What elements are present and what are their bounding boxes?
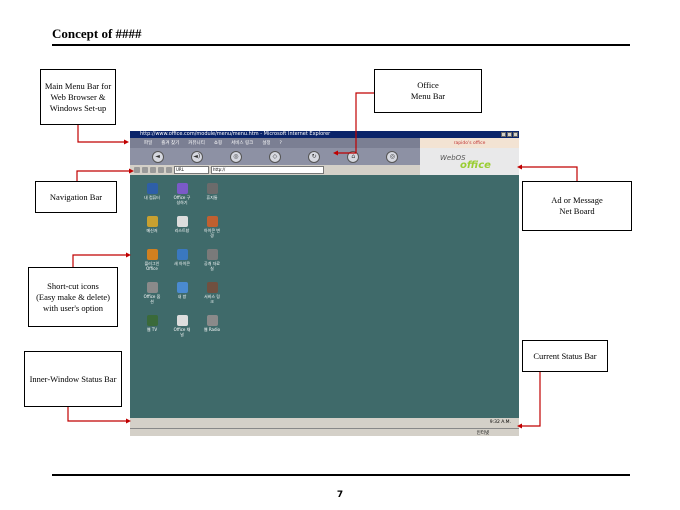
arrow-shortcuts: [72, 254, 128, 267]
office-menu-bar[interactable]: rapido's office: [420, 138, 519, 148]
inner-status-time: 9:32 A.M.: [489, 420, 511, 425]
shortcut-icon[interactable]: 공개 자료 실: [194, 249, 230, 271]
arrow-current-status: [520, 372, 541, 427]
shortcut-icon[interactable]: 새 아이콘: [164, 249, 200, 266]
shortcut-glyph-icon: [206, 183, 218, 194]
menu-item-shopping[interactable]: 쇼핑: [213, 141, 223, 146]
shortcut-glyph-icon: [206, 282, 218, 293]
callout-navigation-bar: Navigation Bar: [35, 181, 117, 213]
inner-window-status-bar: 9:32 A.M.: [130, 418, 519, 428]
shortcut-label: 새 아이콘: [174, 261, 190, 266]
top-rule: [52, 44, 630, 46]
shortcut-label: 리스트창: [174, 228, 190, 233]
office-logo: office: [460, 160, 491, 171]
forward-small-icon[interactable]: [142, 167, 148, 173]
back-icon[interactable]: ◄: [151, 150, 164, 163]
search-icon[interactable]: ◎: [386, 150, 399, 163]
callout-shortcut-icons: Short-cut icons (Easy make & delete) wit…: [28, 267, 118, 327]
shortcut-label: 아이콘 변 경: [204, 228, 220, 238]
shortcut-label: Office 옵 션: [143, 294, 161, 304]
arrow-main-menu: [77, 125, 126, 143]
shortcut-icon[interactable]: Office 구 성하기: [164, 183, 200, 205]
shortcut-label: 공개 자료 실: [204, 261, 220, 271]
browser-window-screenshot: http://www.office.com/module/menu/menu.h…: [130, 131, 519, 436]
menu-item-settings[interactable]: 설정: [262, 141, 271, 146]
main-menu-bar: 파일 즐겨 찾기 커뮤니티 쇼핑 서비스 링크 설정 ?: [130, 138, 420, 148]
menu-item-community[interactable]: 커뮤니티: [188, 141, 205, 146]
window-title-bar: http://www.office.com/module/menu/menu.h…: [130, 131, 519, 138]
menu-item-favorites[interactable]: 즐겨 찾기: [161, 141, 180, 146]
ad-message-board[interactable]: WebOS office: [420, 148, 519, 175]
shortcut-label: 웹 TV: [146, 327, 158, 332]
arrow-inner-status: [67, 407, 128, 422]
maximize-icon[interactable]: [507, 132, 512, 137]
shortcut-glyph-icon: [176, 216, 188, 227]
shortcut-label: 서비스 링 크: [204, 294, 220, 304]
shortcut-label: 휴지통: [206, 195, 218, 200]
shortcut-label: 내 컴퓨터: [144, 195, 160, 200]
arrow-ad-board: [520, 166, 578, 181]
sound-icon[interactable]: ◄): [190, 150, 203, 163]
menu-item-service-links[interactable]: 서비스 링크: [231, 141, 254, 146]
shortcut-icon[interactable]: 서비스 링 크: [194, 282, 230, 304]
webos-logo: WebOS: [440, 154, 466, 162]
current-status-bar: 인터넷: [130, 428, 519, 436]
menu-item-file[interactable]: 파일: [144, 141, 153, 146]
refresh-icon[interactable]: ↻: [308, 150, 321, 163]
shortcut-icon[interactable]: 내 방: [164, 282, 200, 299]
close-icon[interactable]: [513, 132, 518, 137]
page-number: 7: [336, 490, 344, 500]
refresh-small-icon[interactable]: [158, 167, 164, 173]
arrow-navigation: [76, 170, 131, 181]
callout-main-menu-bar: Main Menu Bar for Web Browser & Windows …: [40, 69, 116, 125]
home-small-icon[interactable]: [166, 167, 172, 173]
address-bar: URL http://: [130, 165, 420, 175]
stop-small-icon[interactable]: [150, 167, 156, 173]
shortcut-icon[interactable]: Office 옵 션: [134, 282, 170, 304]
shortcut-glyph-icon: [146, 183, 158, 194]
diamond-icon[interactable]: ◇: [268, 150, 281, 163]
shortcut-glyph-icon: [176, 249, 188, 260]
shortcut-icon[interactable]: 플러그인 Office: [134, 249, 170, 271]
shortcut-label: 플러그인 Office: [144, 261, 160, 271]
address-input[interactable]: http://: [211, 166, 324, 174]
shortcut-glyph-icon: [206, 216, 218, 227]
stop-icon[interactable]: ◎: [229, 150, 242, 163]
arrow-office-menu: [336, 92, 374, 154]
callout-current-status-bar: Current Status Bar: [522, 340, 608, 372]
shortcut-label: 웹 Radio: [203, 327, 221, 332]
shortcut-glyph-icon: [176, 183, 188, 194]
shortcut-glyph-icon: [146, 216, 158, 227]
shortcut-glyph-icon: [146, 282, 158, 293]
shortcut-glyph-icon: [176, 315, 188, 326]
shortcut-icon[interactable]: Office 채 널: [164, 315, 200, 337]
shortcut-icon[interactable]: 메신저: [134, 216, 170, 233]
minimize-icon[interactable]: [501, 132, 506, 137]
shortcut-label: 메신저: [146, 228, 158, 233]
shortcut-icon[interactable]: 내 컴퓨터: [134, 183, 170, 200]
status-zone-label: 인터넷: [476, 431, 489, 436]
menu-item-help[interactable]: ?: [279, 140, 282, 146]
shortcut-icon[interactable]: 아이콘 변 경: [194, 216, 230, 238]
shortcut-glyph-icon: [206, 249, 218, 260]
shortcut-icon[interactable]: 휴지통: [194, 183, 230, 200]
bottom-rule: [52, 474, 630, 476]
shortcut-label: Office 구 성하기: [173, 195, 191, 205]
address-type-select[interactable]: URL: [174, 166, 209, 174]
shortcut-label: Office 채 널: [173, 327, 191, 337]
page-title: Concept of ####: [52, 26, 142, 41]
shortcut-icon[interactable]: 리스트창: [164, 216, 200, 233]
shortcut-glyph-icon: [146, 315, 158, 326]
shortcut-glyph-icon: [206, 315, 218, 326]
shortcut-glyph-icon: [146, 249, 158, 260]
shortcut-icon[interactable]: 웹 Radio: [194, 315, 230, 332]
shortcut-label: 내 방: [177, 294, 187, 299]
callout-office-menu-bar: Office Menu Bar: [374, 69, 482, 113]
callout-inner-window-status-bar: Inner-Window Status Bar: [24, 351, 122, 407]
back-small-icon[interactable]: [134, 167, 140, 173]
shortcut-icon[interactable]: 웹 TV: [134, 315, 170, 332]
callout-ad-message-board: Ad or Message Net Board: [522, 181, 632, 231]
shortcut-glyph-icon: [176, 282, 188, 293]
